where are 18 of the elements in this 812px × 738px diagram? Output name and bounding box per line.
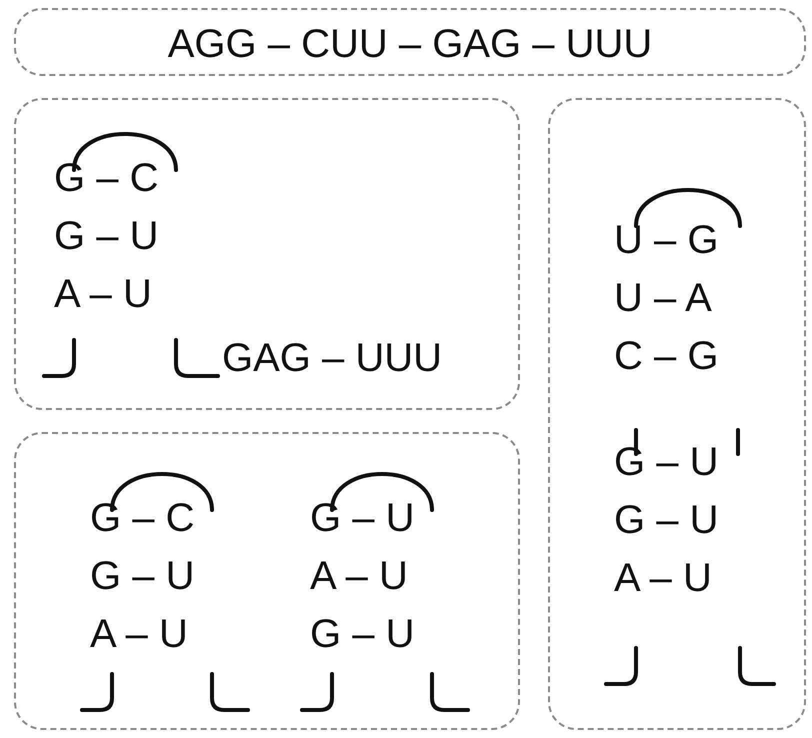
- base-pair-text: G – C: [54, 156, 158, 200]
- base-pair-text: U – A: [614, 276, 712, 320]
- base-pair-text: G – U: [54, 214, 158, 258]
- base-pair-text: A – U: [614, 556, 712, 600]
- base-pair-text: A – U: [310, 554, 408, 598]
- base-pair-text: U – G: [614, 218, 718, 262]
- base-pair-text: A – U: [90, 612, 188, 656]
- dashed-panel: [14, 432, 520, 730]
- dashed-panel: [14, 98, 520, 410]
- dashed-panel: [14, 8, 806, 76]
- base-pair-text: A – U: [54, 272, 152, 316]
- base-pair-text: C – G: [614, 334, 718, 378]
- base-pair-text: G – U: [90, 554, 194, 598]
- sequence-text: GAG – UUU: [222, 336, 442, 380]
- dashed-panel: [548, 98, 806, 730]
- base-pair-text: G – U: [310, 612, 414, 656]
- base-pair-text: G – U: [614, 498, 718, 542]
- sequence-text: AGG – CUU – GAG – UUU: [166, 22, 654, 66]
